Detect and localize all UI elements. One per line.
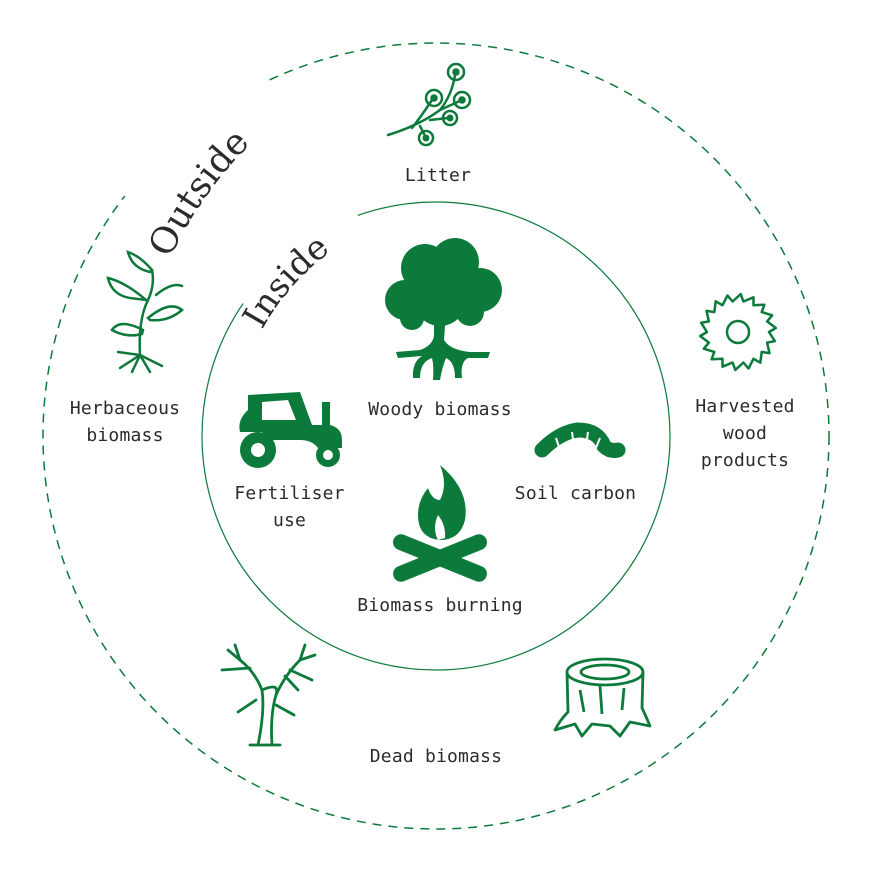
herbaceous-label-line1: Herbaceous	[69, 398, 181, 419]
soil-carbon-label: Soil carbon	[514, 483, 637, 504]
herbaceous-label-line2: biomass	[86, 425, 164, 446]
dead-tree-icon	[220, 643, 317, 747]
harvested-label-line3: products	[700, 450, 790, 471]
campfire-icon	[393, 465, 487, 582]
worm-icon	[534, 422, 626, 458]
dead-biomass-label: Dead biomass	[369, 746, 503, 767]
flower-branch-icon	[386, 62, 472, 147]
fertiliser-label-line2: use	[272, 510, 307, 531]
biomass-burning-label: Biomass burning	[357, 595, 523, 616]
inner-ring	[201, 201, 671, 671]
tree-stump-icon	[553, 657, 652, 738]
saw-blade-icon	[698, 292, 778, 372]
fertiliser-label-line1: Fertiliser	[234, 483, 345, 504]
seedling-icon	[106, 250, 184, 374]
outer-ring	[42, 42, 830, 830]
woody-biomass-label: Woody biomass	[368, 399, 512, 420]
tractor-icon	[239, 392, 342, 468]
litter-label: Litter	[404, 165, 472, 186]
tree-icon	[385, 238, 502, 380]
fertiliser-use-label: Fertiliser use	[212, 480, 367, 534]
harvested-label-line1: Harvested	[695, 396, 795, 417]
harvested-wood-products-label: Harvested wood products	[670, 393, 820, 474]
herbaceous-biomass-label: Herbaceous biomass	[50, 395, 200, 449]
harvested-label-line2: wood	[722, 423, 768, 444]
